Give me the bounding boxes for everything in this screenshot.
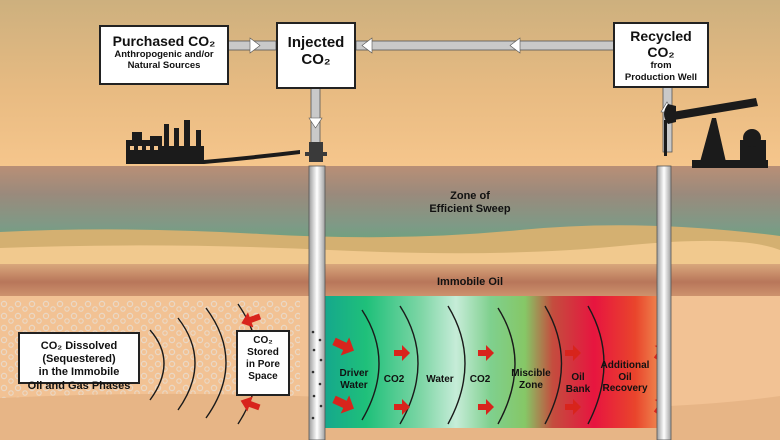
dissolved-line2: in the Immobile [38, 366, 120, 379]
recycled-co2-box: Recycled CO₂ from Production Well [613, 22, 709, 88]
additional-line2: Oil [618, 371, 632, 383]
injected-line2: CO₂ [301, 51, 331, 69]
dissolved-line3: Oil and Gas Phases [27, 379, 131, 392]
co2-dissolved-box: CO₂ Dissolved (Sequestered) in the Immob… [18, 332, 140, 392]
purchased-co2-box: Purchased CO₂ Anthropogenic and/or Natur… [99, 25, 229, 85]
co2-a-label: CO2 [383, 374, 405, 385]
stored-line1: CO₂ [253, 335, 273, 346]
injection-well-casing [308, 165, 326, 440]
stored-line3: in Pore [246, 359, 280, 370]
zone-sweep-line2: Efficient Sweep [429, 202, 511, 215]
co2-stored-box: CO₂ Stored in Pore Space [236, 330, 290, 396]
injected-line1: Injected [287, 34, 345, 51]
factory-windows [130, 146, 158, 150]
oil-bank-label: Oil Bank [560, 372, 596, 395]
zone-sweep-line1: Zone of [450, 190, 490, 202]
miscible-line1: Miscible [511, 368, 551, 379]
purchased-subtitle-1: Anthropogenic and/or [114, 49, 214, 61]
pumpjack-icon [664, 98, 768, 168]
flood-arcs [149, 303, 605, 425]
miscible-zone-label: Miscible Zone [506, 368, 556, 391]
recycled-line2: CO₂ [647, 44, 675, 61]
oil-bank-line2: Bank [565, 383, 591, 395]
recycled-line1: Recycled [630, 28, 692, 44]
water-label: Water [426, 374, 454, 385]
driver-water-line1: Driver [339, 368, 369, 379]
injection-wellhead [305, 142, 327, 162]
immobile-oil-layer [0, 264, 780, 300]
driver-water-label: Driver Water [330, 368, 378, 391]
stored-line2: Stored [247, 347, 279, 358]
additional-recovery-label: Additional Oil Recovery [596, 360, 654, 395]
driver-water-line2: Water [340, 379, 368, 391]
recycled-line4: Production Well [624, 71, 698, 83]
additional-line1: Additional [600, 360, 650, 371]
zone-sweep-label: Zone of Efficient Sweep [400, 190, 540, 215]
production-well-casing [656, 165, 672, 440]
sand-layer-2 [0, 240, 780, 268]
co2-b-label: CO2 [469, 374, 491, 385]
purchased-subtitle-2: Natural Sources [127, 60, 201, 72]
oil-bank-line1: Oil [571, 372, 585, 383]
stored-line4: Space [248, 371, 278, 382]
immobile-oil-label: Immobile Oil [436, 276, 503, 288]
miscible-line2: Zone [519, 379, 543, 391]
flood-front-gradient [325, 296, 670, 428]
purchased-title: Purchased CO₂ [112, 33, 216, 49]
dissolved-line1: CO₂ Dissolved (Sequestered) [40, 340, 118, 366]
recycled-line3: from [650, 60, 672, 72]
perforations [311, 330, 323, 420]
additional-line3: Recovery [602, 383, 648, 394]
factory-icon [126, 120, 300, 164]
injected-co2-box: Injected CO₂ [276, 22, 356, 89]
